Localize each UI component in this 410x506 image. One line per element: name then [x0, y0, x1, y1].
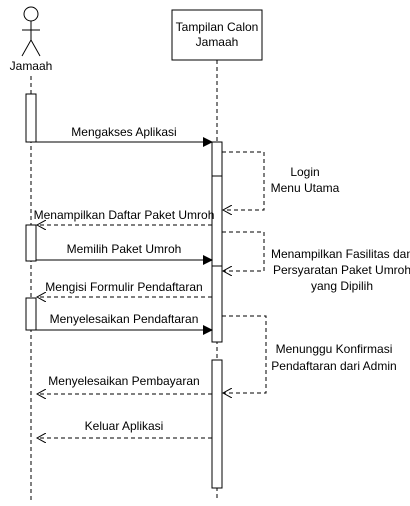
participant-label-line2: Jamaah — [196, 35, 239, 49]
message-menyelesaikan-pendaftaran: Menyelesaikan Pendaftaran — [36, 312, 213, 335]
message-memilih-paket-umroh: Memilih Paket Umroh — [36, 242, 213, 265]
message-keluar-aplikasi: Keluar Aplikasi — [37, 419, 212, 438]
message-label: Mengakses Aplikasi — [71, 125, 176, 139]
participant-tampilan-calon-jamaah: Tampilan Calon Jamaah — [171, 9, 263, 61]
self-call-label-line1: Menunggu Konfirmasi — [276, 342, 393, 356]
activation-bar-jamaah-3 — [25, 297, 37, 331]
actor-jamaah: Jamaah — [10, 6, 53, 73]
self-call-label-line2: Persyaratan Paket Umroh — [273, 263, 410, 277]
self-call-label-line1: Login — [290, 165, 319, 179]
actor-label: Jamaah — [10, 59, 53, 73]
message-label: Mengisi Formulir Pendaftaran — [45, 280, 202, 294]
activation-bar-jamaah-2 — [25, 224, 37, 262]
self-call-label-line2: Pendaftaran dari Admin — [271, 359, 396, 373]
self-call-menunggu-konfirmasi: Menunggu Konfirmasi Pendaftaran dari Adm… — [222, 315, 397, 393]
message-label: Menyelesaikan Pendaftaran — [50, 312, 199, 326]
message-menampilkan-daftar-paket-umroh: Menampilkan Daftar Paket Umroh — [34, 208, 215, 225]
self-call-login-menu-utama: Login Menu Utama — [222, 151, 340, 210]
message-label: Menyelesaikan Pembayaran — [48, 374, 199, 388]
participant-box — [171, 9, 263, 61]
activation-bar-jamaah-1 — [25, 93, 37, 143]
stick-figure-icon — [21, 6, 41, 57]
self-call-arrow — [222, 315, 267, 393]
activation-bar-system-3 — [211, 265, 223, 343]
self-call-arrow — [222, 151, 265, 210]
message-label: Keluar Aplikasi — [85, 419, 164, 433]
activation-bar-system-1 — [211, 141, 223, 177]
message-mengisi-formulir-pendaftaran: Mengisi Formulir Pendaftaran — [37, 280, 212, 297]
message-label: Memilih Paket Umroh — [67, 242, 182, 256]
self-call-label-line3: yang Dipilih — [311, 279, 373, 293]
message-label: Menampilkan Daftar Paket Umroh — [34, 208, 215, 222]
activation-bar-system-4 — [211, 359, 223, 489]
self-call-arrow — [222, 231, 265, 271]
message-mengakses-aplikasi: Mengakses Aplikasi — [36, 125, 213, 147]
self-call-label-line1: Menampilkan Fasilitas dan — [271, 247, 410, 261]
message-menyelesaikan-pembayaran: Menyelesaikan Pembayaran — [37, 374, 212, 394]
participant-label-line1: Tampilan Calon — [176, 20, 259, 34]
self-call-label-line2: Menu Utama — [271, 181, 340, 195]
self-call-menampilkan-fasilitas: Menampilkan Fasilitas dan Persyaratan Pa… — [222, 231, 410, 293]
